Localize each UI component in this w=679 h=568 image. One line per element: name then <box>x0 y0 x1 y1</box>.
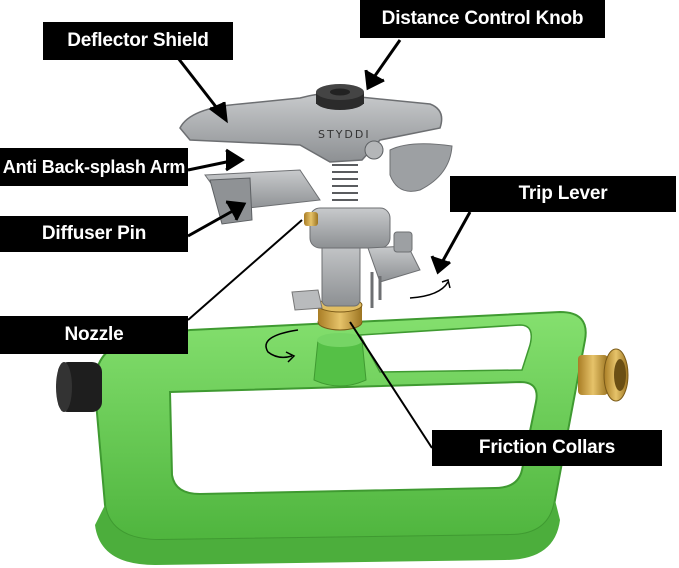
green-base <box>93 310 587 565</box>
center-riser <box>313 333 367 387</box>
brand-logo: STYDDI <box>318 128 371 141</box>
label-anti-backsplash-arm: Anti Back-splash Arm <box>0 148 188 186</box>
label-deflector-shield: Deflector Shield <box>43 22 233 60</box>
callout-arrows <box>176 39 472 449</box>
label-friction-collars: Friction Collars <box>432 430 662 466</box>
label-diffuser-pin: Diffuser Pin <box>0 216 188 252</box>
label-nozzle: Nozzle <box>0 316 188 354</box>
rotation-arrows <box>265 279 451 363</box>
sprinkler-head: STYDDI <box>179 84 453 308</box>
label-trip-lever: Trip Lever <box>450 176 676 212</box>
hose-connector <box>578 348 629 402</box>
end-cap-left <box>56 362 102 412</box>
label-distance-control-knob: Distance Control Knob <box>360 0 605 38</box>
